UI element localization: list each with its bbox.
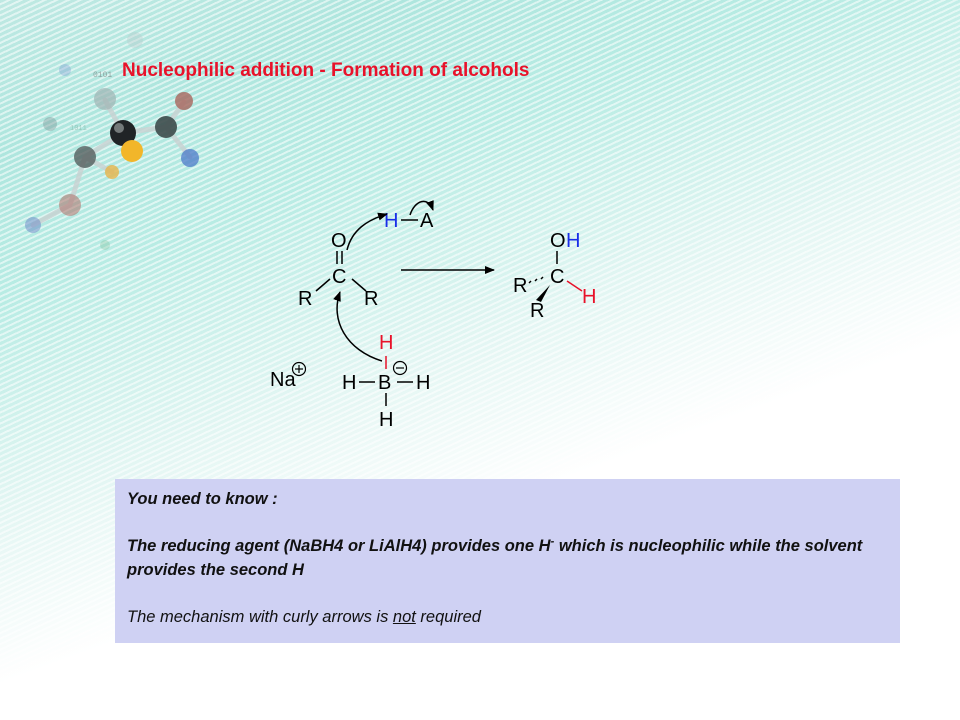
- note-not-underlined: not: [392, 607, 416, 626]
- svg-text:0101: 0101: [93, 71, 112, 80]
- alcohol-product: O H C R R H: [513, 230, 596, 322]
- note-mechanism: The mechanism with curly arrows is not r…: [127, 606, 888, 630]
- note-line1-start: The reducing agent (NaBH4 or LiAlH4) pro…: [127, 536, 551, 555]
- note-line2-end: required: [415, 607, 481, 626]
- product-new-hydrogen: H: [582, 286, 596, 308]
- boron-h-right: H: [416, 372, 430, 394]
- product-carbon: C: [550, 266, 564, 288]
- svg-text:1011: 1011: [70, 125, 87, 133]
- carbonyl-compound: O C R R: [298, 230, 378, 310]
- note-box: You need to know : The reducing agent (N…: [115, 479, 900, 643]
- note-reducing-agent: The reducing agent (NaBH4 or LiAlH4) pro…: [127, 535, 888, 583]
- curly-arrow-ha-bond: [409, 200, 434, 216]
- note-hydride-charge: -: [550, 535, 555, 548]
- carbonyl-r-right: R: [364, 288, 378, 310]
- molecule-decoration-image: 0101 1011: [25, 32, 199, 250]
- product-oxygen: O: [550, 230, 566, 252]
- carbonyl-r-left: R: [298, 288, 312, 310]
- note-line2-start: The mechanism with curly arrows is: [127, 607, 393, 626]
- boron-h-left: H: [342, 372, 356, 394]
- note-line1-end: which is nucleophilic while the solvent …: [127, 536, 863, 579]
- carbonyl-oxygen: O: [331, 230, 347, 252]
- curly-arrow-o-to-h: [346, 212, 388, 251]
- product-oh-hydrogen: H: [566, 230, 580, 252]
- hydride-hydrogen: H: [379, 332, 393, 354]
- acid-a: A: [420, 210, 434, 232]
- carbonyl-carbon: C: [332, 266, 346, 288]
- product-r-left: R: [513, 275, 527, 297]
- boron-h-bottom: H: [379, 409, 393, 431]
- borohydride: Na H H B H H: [270, 332, 430, 431]
- product-r-bottom: R: [530, 300, 544, 322]
- sodium-ion: Na: [270, 369, 296, 391]
- note-heading: You need to know :: [127, 490, 278, 508]
- slide-title: Nucleophilic addition - Formation of alc…: [122, 60, 530, 81]
- acid-ha: H A: [384, 210, 434, 232]
- acid-hydrogen: H: [384, 210, 398, 232]
- curly-arrow-h-to-c: [333, 291, 383, 362]
- boron: B: [378, 372, 391, 394]
